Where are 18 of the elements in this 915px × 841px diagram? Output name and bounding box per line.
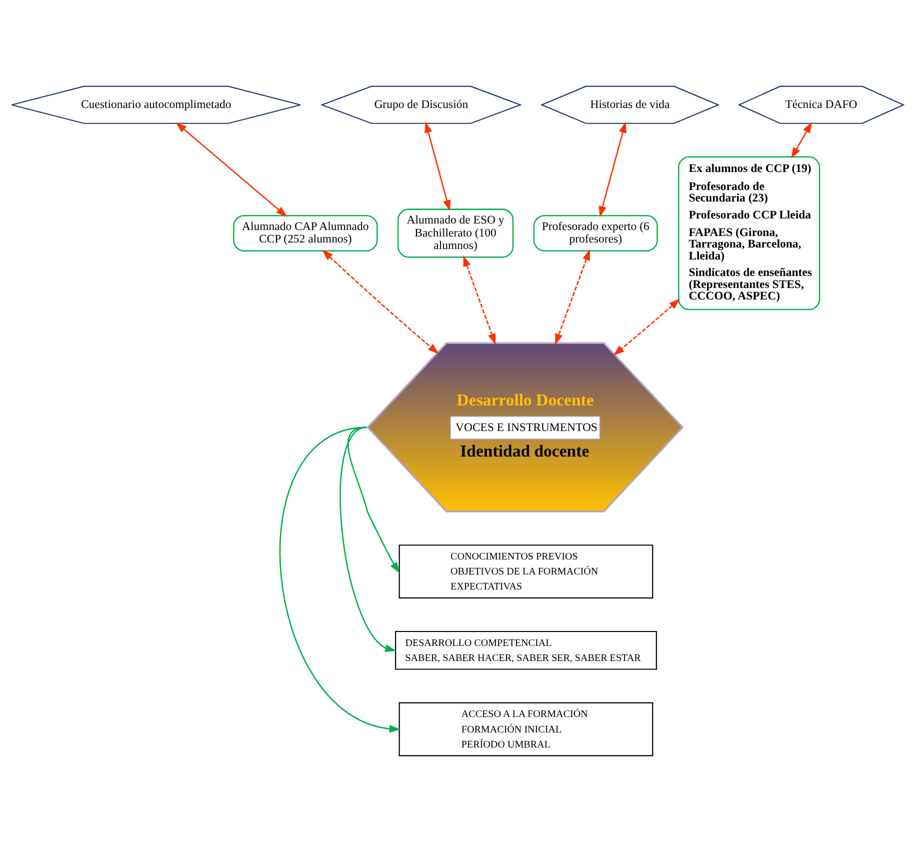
node-box: ACCESO A LA FORMACIÓN FORMACIÓN INICIAL PERÍODO UMBRAL [398,702,654,756]
arrow [176,122,288,216]
arrow [555,248,590,344]
node-box: Ex alumnos de CCP (19) Profesorado de Secundaria (23) Profesorado CCP Lleida FAPAES (Girona, Tarragona, Barcelona, Lleida) Sindicatos de enseñantes (Representantes STES, CCCOO, ASPEC) [678,156,820,310]
arrow [280,426,401,732]
arrow [791,121,812,158]
arrow [348,426,400,573]
node-box: DESARROLLO COMPETENCIAL SABER, SABER HACER, SABER SER, SABER ESTAR [395,630,657,670]
arrow [598,121,626,217]
arrow [340,426,396,652]
node-box: CONOCIMIENTOS PREVIOS OBJETIVOS DE LA FORMACIÓN EXPECTATIVAS [398,544,654,598]
node-box: Profesorado experto (6 profesores) [533,214,658,251]
arrow [463,254,496,344]
arrow [424,121,451,211]
node-box: Alumnado de ESO y Bachillerato (100 alumnos) [397,208,514,258]
arrow [613,298,680,356]
arrow [322,249,439,354]
node-box: Alumnado CAP Alumnado CCP (252 alumnos) [233,214,378,251]
